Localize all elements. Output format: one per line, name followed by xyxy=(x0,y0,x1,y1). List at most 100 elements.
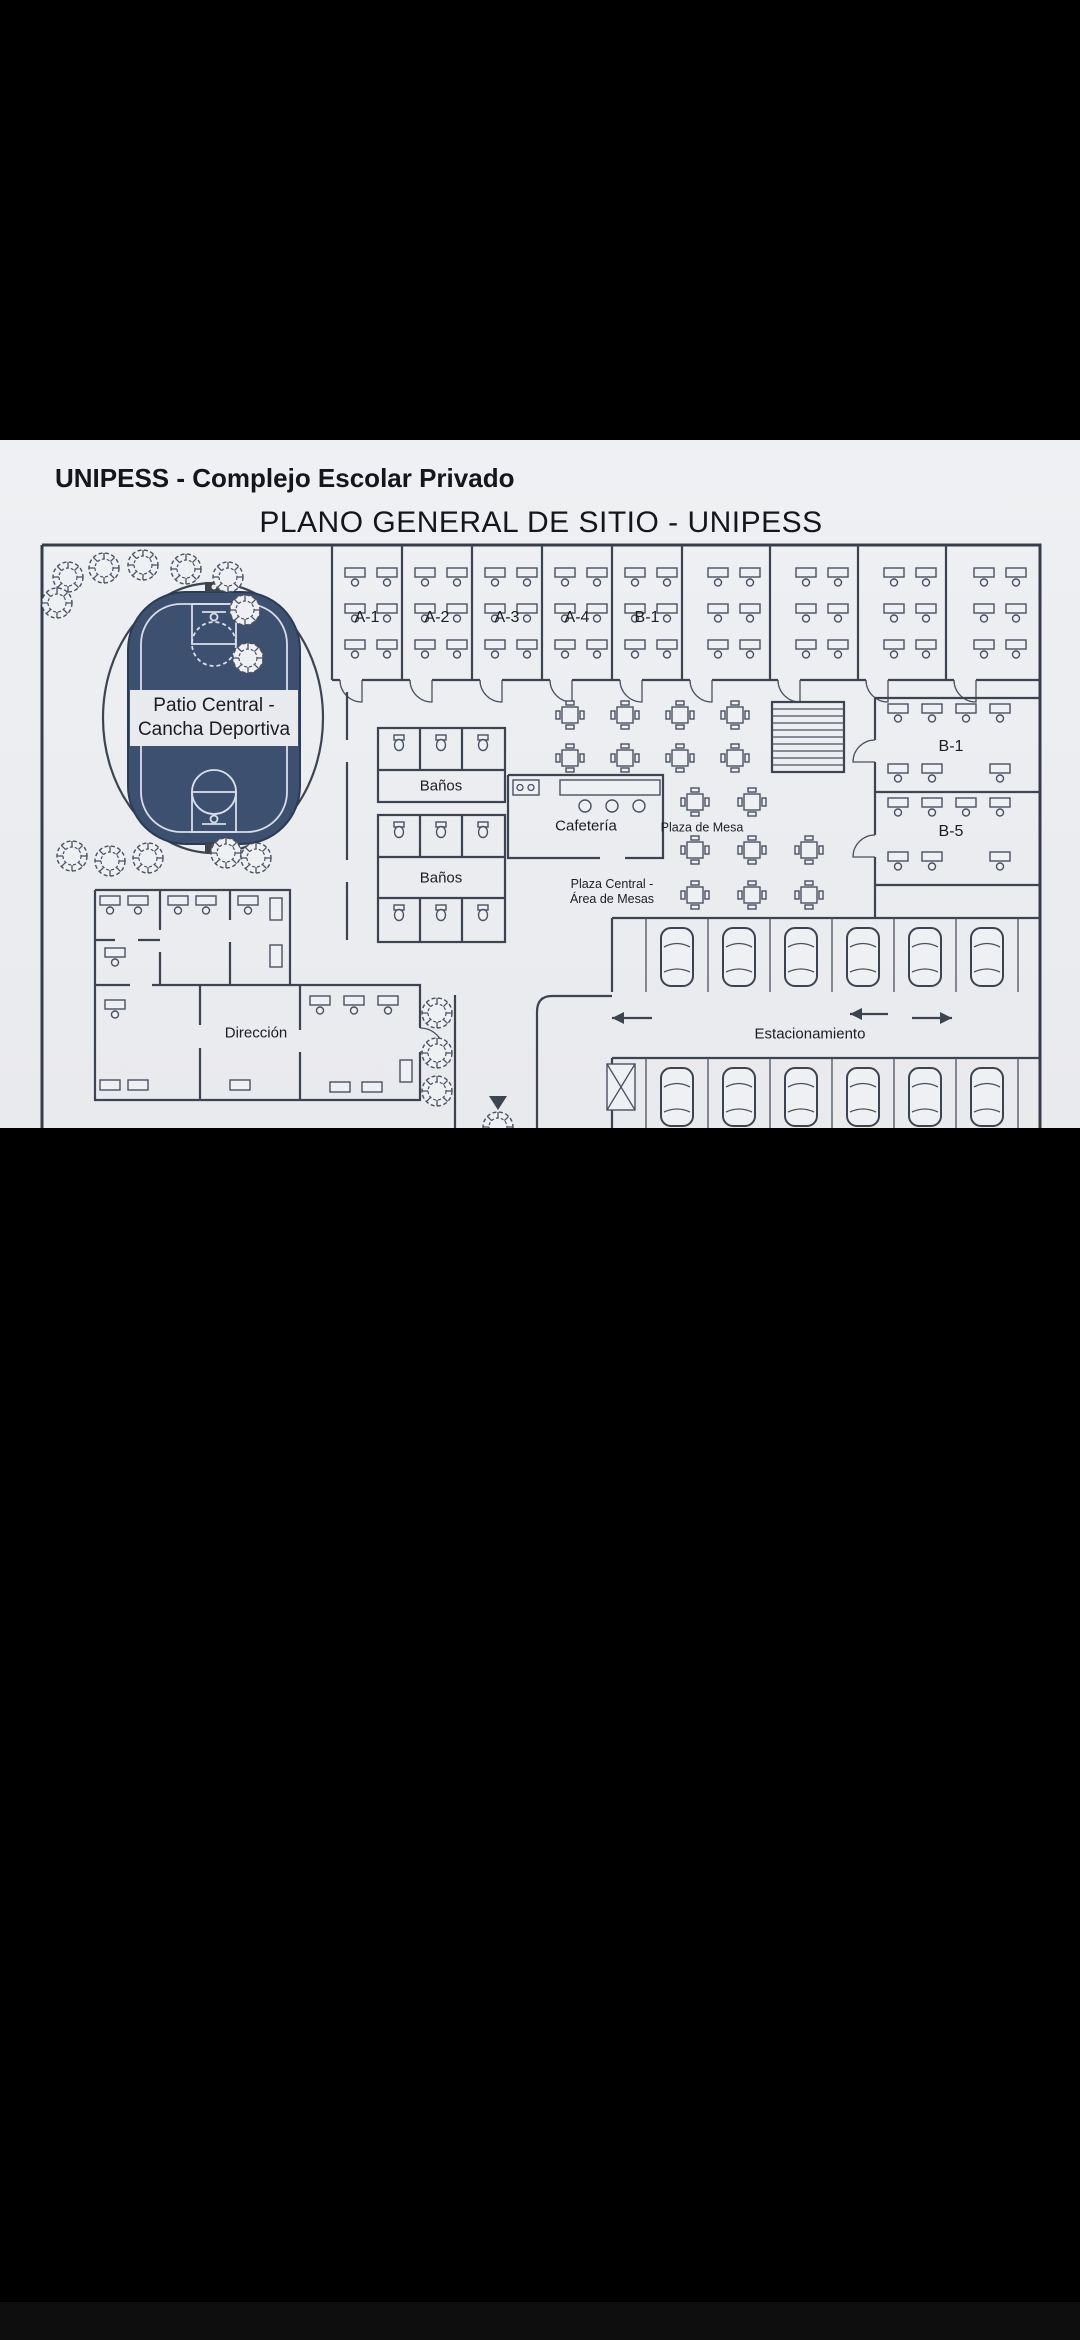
car-icon xyxy=(846,927,880,987)
table-icon xyxy=(680,787,710,817)
desk-icon xyxy=(104,947,126,967)
desk-icon xyxy=(237,895,259,915)
desk-icon xyxy=(989,797,1011,817)
cafeteria-table-round xyxy=(578,799,592,813)
car-icon xyxy=(722,1067,756,1127)
table-icon xyxy=(680,835,710,865)
desk-icon xyxy=(127,895,149,915)
right-rooms-block xyxy=(852,696,1040,918)
plaza-central-label-line2: Área de Mesas xyxy=(569,892,655,906)
toilet-icon xyxy=(477,734,489,752)
classroom-desks xyxy=(708,568,760,658)
entry-walkway xyxy=(453,994,612,1128)
traffic-arrows xyxy=(612,1008,952,1024)
toilet-icon xyxy=(393,734,405,752)
classroom-desks xyxy=(796,568,848,658)
desk-icon xyxy=(104,999,126,1019)
plaza-central-label-line1: Plaza Central - xyxy=(570,877,654,891)
tree-icon xyxy=(421,1075,453,1107)
tree-icon xyxy=(212,561,244,593)
court-label-line1: Patio Central - xyxy=(153,695,275,716)
court-label: Patio Central - Cancha Deportiva xyxy=(138,694,290,742)
classroom-label-a4: A-4 xyxy=(564,608,590,626)
toilet-icon xyxy=(435,904,447,922)
toilet-icon xyxy=(435,734,447,752)
table-icon xyxy=(720,700,750,730)
desk-icon xyxy=(921,703,943,723)
classroom-label-b1: B-1 xyxy=(634,608,660,626)
photo-header: UNIPESS - Complejo Escolar Privado xyxy=(55,463,515,493)
desk-icon xyxy=(989,851,1011,871)
table-icon xyxy=(610,743,640,773)
car-icon xyxy=(784,1067,818,1127)
entrance-arrow-icon xyxy=(489,1096,507,1110)
desk-icon xyxy=(377,995,399,1015)
tree-icon xyxy=(41,587,73,619)
tree-icon xyxy=(482,1111,514,1128)
arrow-left-icon xyxy=(850,1008,862,1020)
direccion-building xyxy=(93,888,445,1102)
toilet-icon xyxy=(435,821,447,839)
restroom-label-2: Baños xyxy=(419,869,463,887)
plan-border xyxy=(40,543,1042,1128)
direccion-label: Dirección xyxy=(224,1024,288,1042)
site-plan-photo[interactable]: UNIPESS - Complejo Escolar Privado PLANO… xyxy=(0,440,1080,1128)
classroom-desks xyxy=(974,568,1026,658)
toilet-icon xyxy=(477,904,489,922)
plaza-mesa-label: Plaza de Mesa xyxy=(660,820,744,835)
table-icon xyxy=(737,835,767,865)
court-center-band xyxy=(130,690,298,746)
desk-icon xyxy=(955,797,977,817)
car-icon xyxy=(970,927,1004,987)
tree-icon xyxy=(232,642,264,674)
arrow-right-icon xyxy=(940,1012,952,1024)
parking-area xyxy=(606,916,1040,1128)
restroom-block-2 xyxy=(376,813,507,944)
car-icon xyxy=(722,927,756,987)
desk-icon xyxy=(989,763,1011,783)
desk-icon xyxy=(887,703,909,723)
table-icon xyxy=(555,700,585,730)
toilet-icon xyxy=(393,904,405,922)
desk-icon xyxy=(167,895,189,915)
plan-title: PLANO GENERAL DE SITIO - UNIPESS xyxy=(259,506,823,539)
tree-icon xyxy=(229,594,261,626)
tree-icon xyxy=(52,561,84,593)
car-icon xyxy=(660,927,694,987)
tree-icon xyxy=(88,552,120,584)
desk-icon xyxy=(309,995,331,1015)
tree-icon xyxy=(170,553,202,585)
classroom-label-a1: A-1 xyxy=(354,608,380,626)
right-rooms-door-arcs xyxy=(852,739,876,858)
desk-icon xyxy=(887,797,909,817)
cafeteria-table-round xyxy=(632,799,646,813)
arrow-left-icon xyxy=(612,1012,624,1024)
table-icon xyxy=(665,743,695,773)
toilet-icon xyxy=(393,821,405,839)
desk-icon xyxy=(955,703,977,723)
cafeteria-counter xyxy=(559,779,661,796)
cafeteria-table-round xyxy=(605,799,619,813)
desk-icon xyxy=(99,895,121,915)
tree-icon xyxy=(132,842,164,874)
tree-icon xyxy=(127,549,159,581)
tree-icon xyxy=(210,837,242,869)
desk-icon xyxy=(921,851,943,871)
cafeteria-label: Cafetería xyxy=(555,817,617,835)
table-icon xyxy=(610,700,640,730)
screen-bottom-strip xyxy=(0,2302,1080,2340)
car-icon xyxy=(784,927,818,987)
tree-icon xyxy=(94,845,126,877)
classroom-row xyxy=(330,545,1040,703)
plaza-central-label: Plaza Central - Área de Mesas xyxy=(570,877,654,907)
estacionamiento-label: Estacionamiento xyxy=(754,1025,866,1043)
desk-icon xyxy=(343,995,365,1015)
desk-icon xyxy=(989,703,1011,723)
toilet-icon xyxy=(477,821,489,839)
restroom-block-1 xyxy=(376,726,507,804)
desk-icon xyxy=(921,763,943,783)
car-icon xyxy=(846,1067,880,1127)
car-icon xyxy=(660,1067,694,1127)
tree-icon xyxy=(56,840,88,872)
classroom-label-a2: A-2 xyxy=(424,608,450,626)
